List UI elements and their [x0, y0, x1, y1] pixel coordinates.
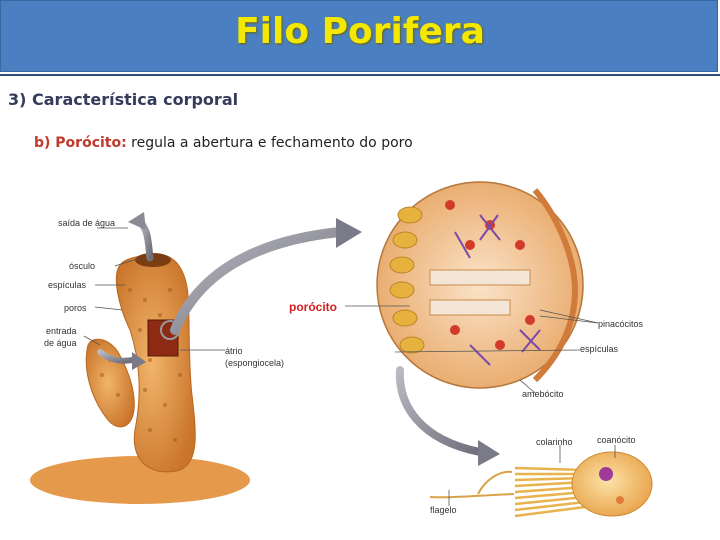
label-entrada: entrada	[46, 326, 77, 336]
sponge-base	[30, 456, 250, 504]
page-title: Filo Porifera	[235, 11, 485, 52]
label-espiculas-left: espículas	[48, 280, 87, 290]
sponge-branch	[85, 338, 135, 428]
zoom-arrow-2-head	[478, 440, 500, 466]
porocito-term: b) Porócito:	[34, 135, 127, 151]
water-entry-arrowhead	[132, 352, 146, 370]
zoom-arrow-2	[395, 366, 484, 456]
label-espongiocela: (espongiocela)	[225, 358, 284, 368]
label-amebocito: amebócito	[522, 389, 564, 399]
section-heading: 3) Característica corporal	[8, 90, 239, 109]
osculum	[135, 253, 171, 267]
porocito-description: regula a abertura e fechamento do poro	[126, 135, 413, 151]
label-pinacocitos: pinacócitos	[598, 319, 644, 329]
label-poros: poros	[64, 303, 87, 313]
label-osculo: ósculo	[69, 261, 95, 271]
label-saida-de-agua: saída de água	[58, 218, 115, 228]
label-atrio: átrio	[225, 346, 243, 356]
label-coanocito: coanócito	[597, 435, 636, 445]
title-bar: Filo Porifera	[0, 0, 718, 72]
porocito-definition: b) Porócito: regula a abertura e fechame…	[34, 135, 413, 151]
label-porocito: porócito	[289, 300, 337, 314]
choanocyte	[429, 451, 653, 518]
label-flagelo: flagelo	[430, 505, 457, 515]
zoom-arrow-1	[170, 227, 345, 335]
label-espiculas-right: espículas	[580, 344, 619, 354]
water-exit-arrowhead	[128, 212, 146, 230]
leader-lines	[83, 227, 616, 506]
label-de-agua: de água	[44, 338, 77, 348]
zoom-arrow-1-head	[336, 218, 362, 248]
label-colarinho: colarinho	[536, 437, 573, 447]
sponge-body	[115, 254, 196, 473]
title-divider	[0, 74, 720, 76]
choanocyte-body	[571, 451, 653, 517]
water-entry-arrow	[97, 349, 135, 364]
choanocyte-vacuole	[616, 496, 624, 504]
choanocyte-nucleus	[599, 467, 613, 481]
magnified-detail	[389, 188, 579, 383]
